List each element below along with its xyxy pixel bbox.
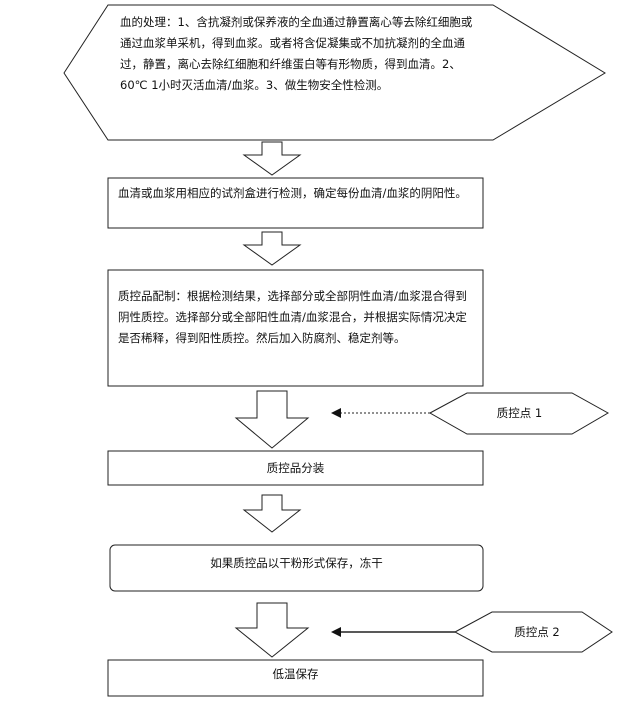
qc-dispensing-box <box>107 450 484 486</box>
blood-processing-text: 血的处理：1、含抗凝剂或保养液的全血通过静置离心等去除红细胞或通过血浆单采机，得… <box>120 15 473 92</box>
block-arrow-1 <box>242 141 302 176</box>
checkpoint-1-label: 质控点 1 <box>496 406 543 420</box>
qc-preparation-box <box>107 269 484 387</box>
block-arrow-2 <box>242 231 302 266</box>
qc-dispensing-text: 质控品分装 <box>266 460 325 475</box>
qc-preparation-text: 质控品配制：根据检测结果，选择部分或全部阴性血清/血浆混合得到阴性质控。选择部分… <box>118 289 467 345</box>
blood-processing-hexagon <box>63 4 606 141</box>
block-arrow-5 <box>234 602 310 658</box>
checkpoint-2-diamond <box>453 611 613 653</box>
kit-testing-box <box>107 177 484 229</box>
checkpoint-2-arrowhead <box>331 627 341 637</box>
cold-storage-text: 低温保存 <box>272 666 319 681</box>
checkpoint-1-diamond <box>428 392 610 435</box>
cold-storage-box <box>107 659 484 697</box>
block-arrow-4 <box>242 494 302 533</box>
checkpoint-2-label: 质控点 2 <box>514 624 560 639</box>
block-arrow-3 <box>234 390 310 449</box>
freeze-drying-box <box>109 544 484 592</box>
kit-testing-text: 血清或血浆用相应的试剂盒进行检测，确定每份血清/血浆的阴阳性。 <box>118 186 467 200</box>
checkpoint-1-arrowhead <box>331 408 341 418</box>
freeze-drying-text: 如果质控品以干粉形式保存，冻干 <box>210 555 383 570</box>
